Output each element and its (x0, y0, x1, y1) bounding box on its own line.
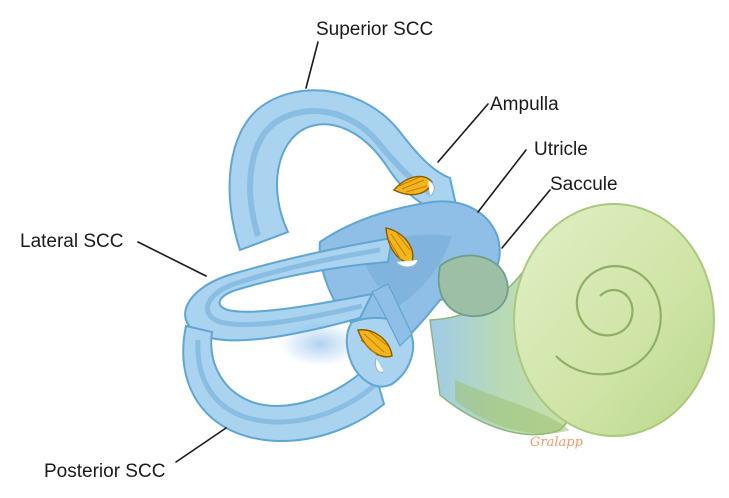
leader-lines (137, 41, 551, 463)
cochlea (429, 203, 715, 437)
artist-signature: Gralapp (530, 435, 584, 450)
superior-canal (228, 89, 460, 252)
superior-canal-lumen (247, 108, 434, 237)
common-crus (371, 283, 413, 348)
lateral-cupula-icon (385, 227, 419, 268)
label-ampulla: Ampulla (490, 94, 559, 115)
leader-ampulla (437, 103, 489, 163)
leader-superior-scc (305, 41, 319, 89)
posterior-cupula-icon (357, 329, 393, 373)
leader-saccule (501, 189, 551, 249)
label-superior-scc: Superior SCC (316, 19, 433, 40)
cochlea-body (513, 203, 715, 437)
posterior-canal (182, 283, 415, 443)
leader-lateral-scc (137, 241, 207, 277)
label-saccule: Saccule (550, 174, 618, 195)
cochlea-spiral (555, 264, 662, 376)
posterior-canal-lumen (195, 339, 378, 425)
vestibule (318, 200, 509, 350)
lateral-canal-lumen (205, 247, 381, 328)
posterior-canal-glow (280, 322, 360, 366)
label-utricle: Utricle (534, 139, 588, 160)
saccule-body (437, 254, 509, 317)
leader-utricle (477, 149, 527, 213)
superior-cupula-icon (392, 175, 435, 197)
lateral-canal-outer (184, 236, 394, 342)
lateral-canal (184, 236, 394, 342)
label-lateral-scc: Lateral SCC (20, 231, 124, 252)
superior-canal-outer (228, 89, 460, 252)
labels: Superior SCC Ampulla Utricle Saccule Lat… (20, 19, 618, 482)
label-posterior-scc: Posterior SCC (44, 461, 165, 482)
cochlea-basal-shadow (455, 380, 570, 434)
cupulae (357, 175, 435, 373)
leader-posterior-scc (175, 427, 227, 463)
